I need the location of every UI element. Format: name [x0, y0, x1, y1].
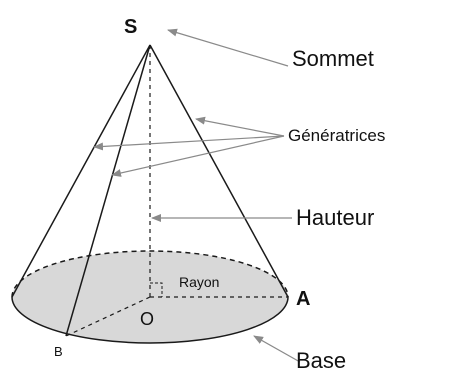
label-point-b: B	[54, 344, 63, 359]
base-front-edge	[11, 296, 289, 344]
generatrix-sb	[65, 44, 151, 337]
label-generatrices: Génératrices	[288, 126, 385, 145]
arrow-base	[253, 335, 301, 363]
arrow-sommet	[167, 28, 289, 67]
label-center: O	[140, 309, 154, 329]
label-sommet: Sommet	[292, 46, 374, 71]
label-apex: S	[124, 16, 137, 38]
generatrix-right	[149, 44, 289, 298]
label-hauteur: Hauteur	[296, 205, 374, 230]
arrow-generatrice-right	[195, 116, 285, 137]
label-rayon: Rayon	[179, 274, 219, 290]
generatrix-left	[11, 44, 151, 298]
right-angle-marker	[150, 282, 163, 297]
label-point-a: A	[296, 288, 310, 310]
arrow-generatrice-sb	[111, 135, 285, 177]
label-base: Base	[296, 348, 346, 373]
base-back-edge	[11, 250, 289, 298]
arrow-generatrice-left	[93, 135, 285, 151]
